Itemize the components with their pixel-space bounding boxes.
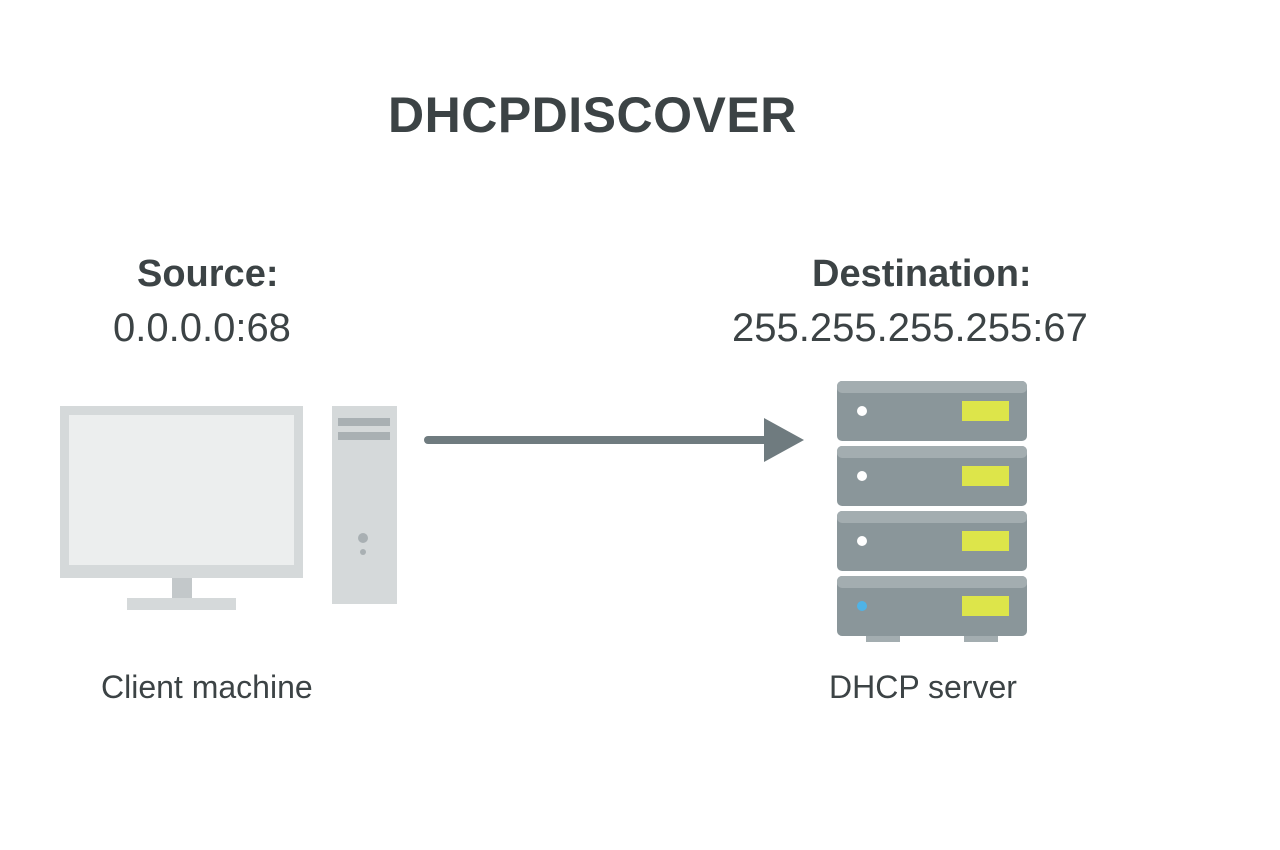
client-machine-caption: Client machine bbox=[101, 669, 313, 705]
dhcp-server-caption: DHCP server bbox=[829, 669, 1017, 705]
server-unit-2 bbox=[837, 446, 1027, 506]
server-unit-4 bbox=[837, 576, 1027, 636]
server-unit-3 bbox=[837, 511, 1027, 571]
destination-address: 255.255.255.255:67 bbox=[732, 306, 1088, 350]
source-address: 0.0.0.0:68 bbox=[113, 306, 291, 350]
destination-heading: Destination: bbox=[812, 253, 1032, 295]
server-unit-1 bbox=[837, 381, 1027, 441]
monitor-icon bbox=[60, 406, 303, 610]
server-foot-right bbox=[964, 636, 998, 642]
request-arrow-icon bbox=[424, 418, 804, 462]
server-rack-icon bbox=[837, 381, 1027, 642]
diagram-title: DHCPDISCOVER bbox=[388, 87, 797, 143]
desktop-computer-icon bbox=[60, 406, 397, 610]
tower-case-icon bbox=[332, 406, 397, 604]
source-heading: Source: bbox=[137, 253, 279, 295]
server-foot-left bbox=[866, 636, 900, 642]
